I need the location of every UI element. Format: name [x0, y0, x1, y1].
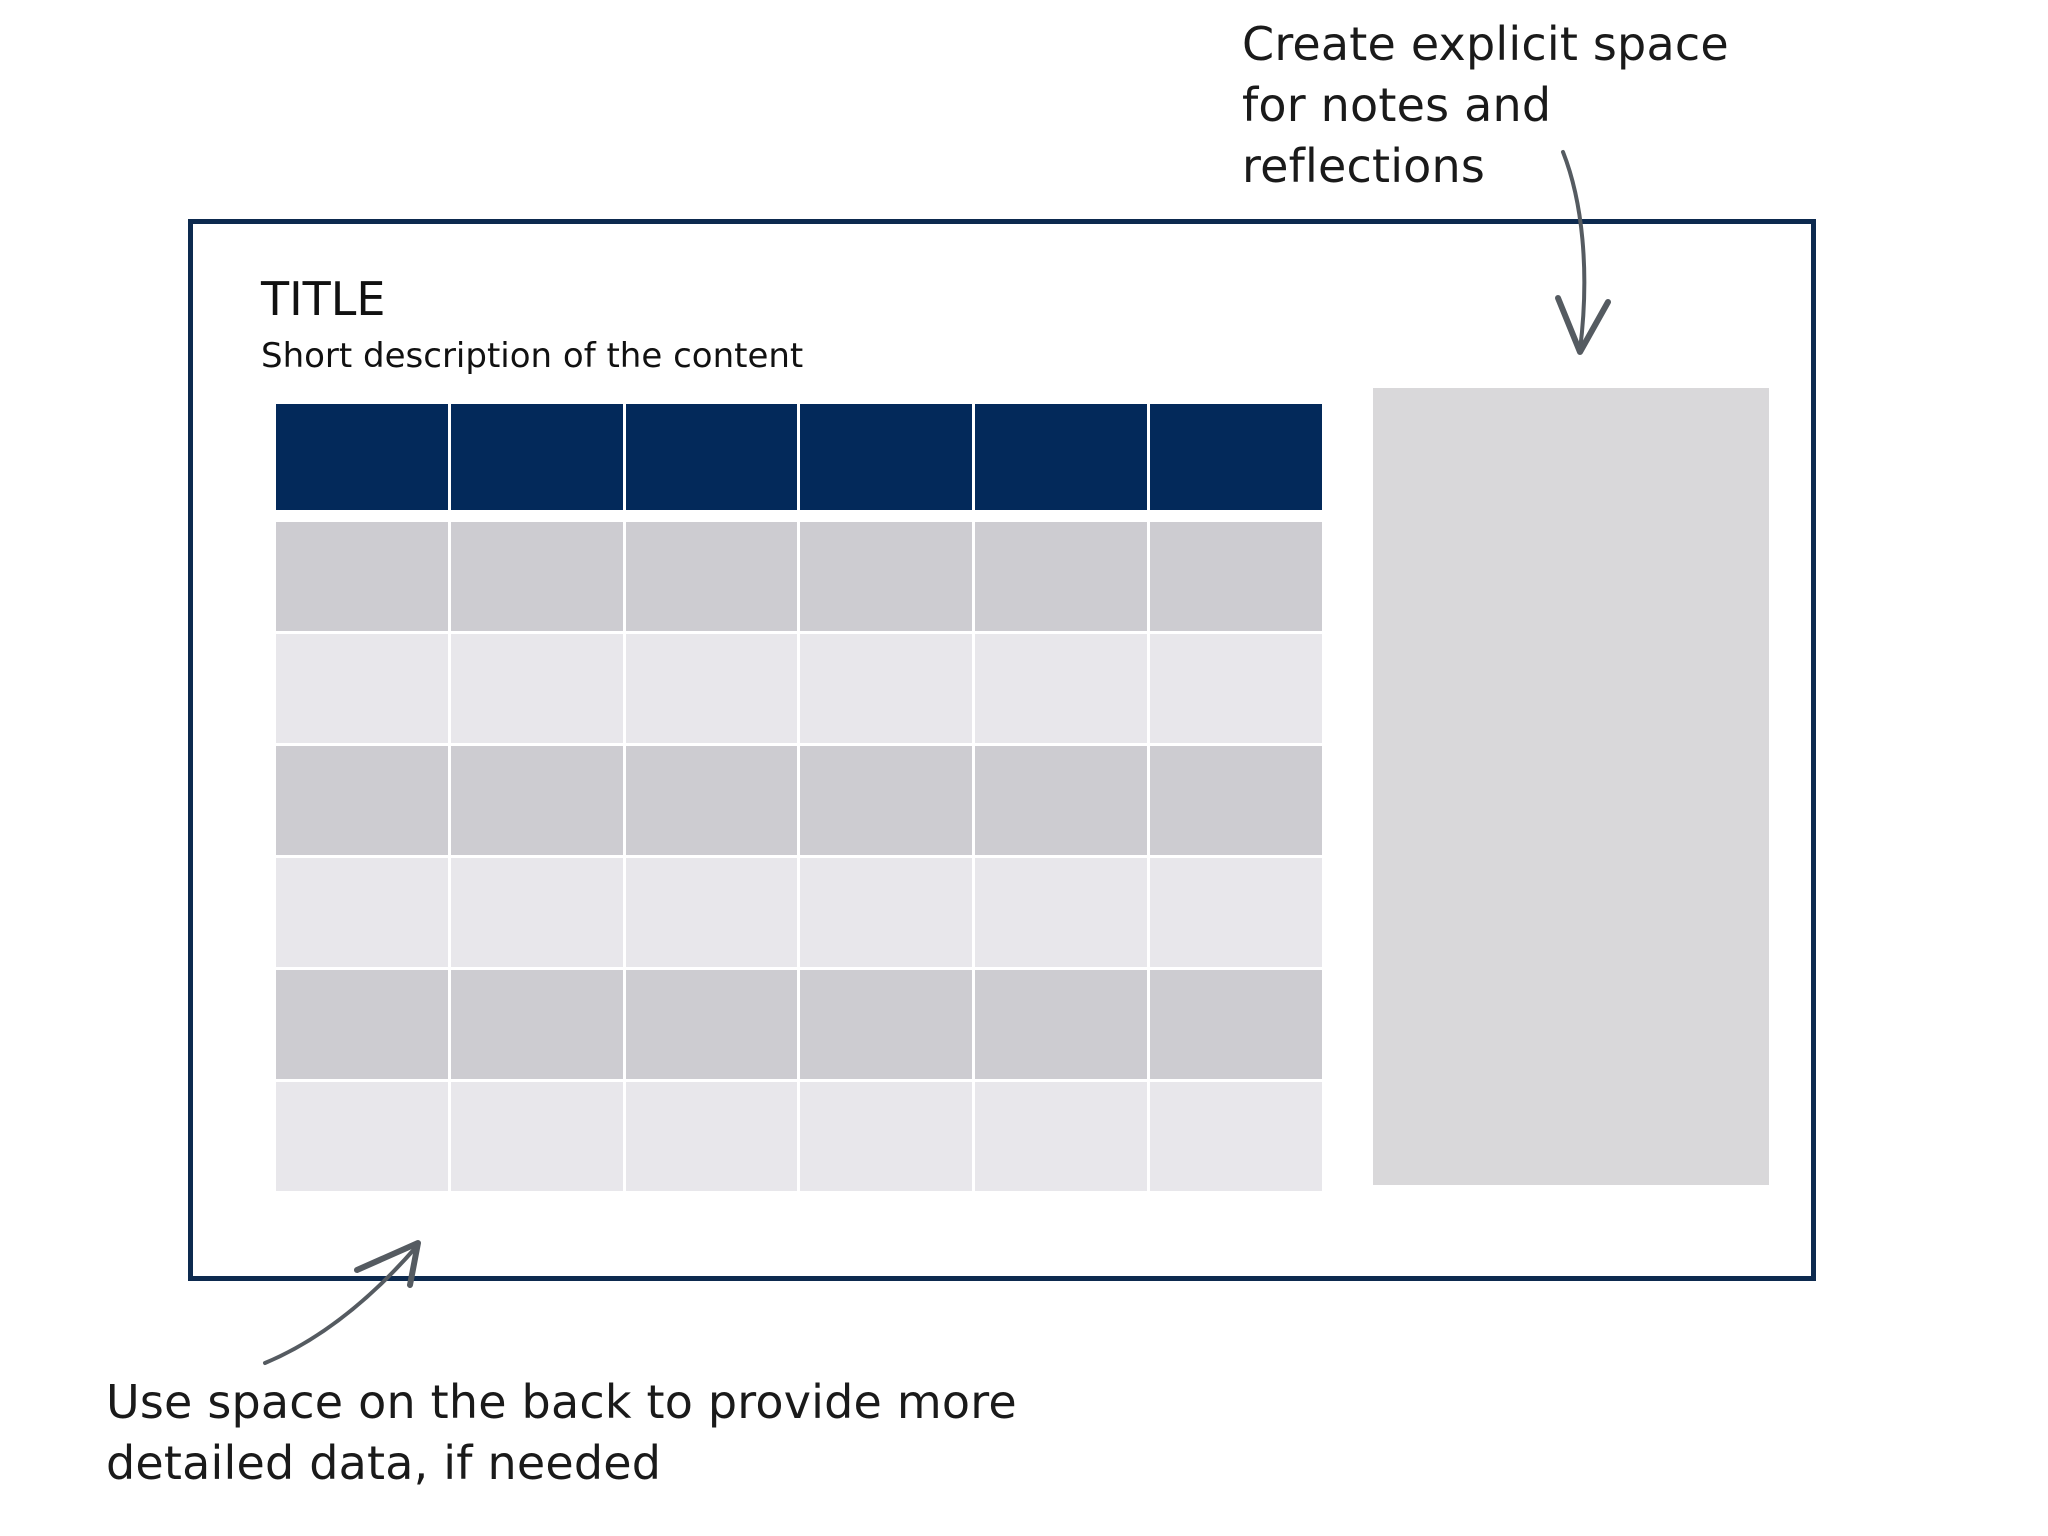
table-header-cell-r0-c2 — [625, 404, 798, 510]
table-cell-r2-c1 — [450, 634, 623, 743]
table-cell-r4-c0 — [276, 858, 448, 967]
table-cell-r1-c5 — [1150, 522, 1322, 631]
table-cell-r1-c4 — [975, 522, 1148, 631]
card-subtitle: Short description of the content — [261, 336, 804, 376]
table-cell-r5-c1 — [450, 970, 623, 1079]
table-header-cell-r0-c4 — [975, 404, 1148, 510]
table-cell-r1-c3 — [800, 522, 973, 631]
table-cell-r3-c0 — [276, 746, 448, 855]
table-cell-r5-c5 — [1150, 970, 1322, 1079]
table-header-cell-r0-c1 — [450, 404, 623, 510]
card-title: TITLE — [261, 272, 386, 326]
table-cell-r1-c0 — [276, 522, 448, 631]
notes-annotation: Create explicit space for notes and refl… — [1242, 14, 1762, 197]
table-cell-r5-c2 — [625, 970, 798, 1079]
table-cell-r6-c1 — [450, 1082, 623, 1191]
notes-annotation-line-1: Create explicit space — [1242, 17, 1729, 71]
table-cell-r6-c2 — [625, 1082, 798, 1191]
table-cell-r4-c4 — [975, 858, 1148, 967]
notes-panel — [1373, 388, 1769, 1185]
notes-annotation-line-3: reflections — [1242, 139, 1486, 193]
table-cell-r6-c3 — [800, 1082, 973, 1191]
table-cell-r3-c2 — [625, 746, 798, 855]
table-cell-r5-c0 — [276, 970, 448, 1079]
table-header-cell-r0-c0 — [276, 404, 448, 510]
back-annotation-line-1: Use space on the back to provide more — [106, 1375, 1017, 1429]
table-cell-r2-c3 — [800, 634, 973, 743]
table-cell-r2-c0 — [276, 634, 448, 743]
table-header-cell-r0-c5 — [1150, 404, 1322, 510]
table-cell-r4-c2 — [625, 858, 798, 967]
table-cell-r3-c1 — [450, 746, 623, 855]
data-table-placeholder — [276, 404, 1322, 1191]
table-header-cell-r0-c3 — [800, 404, 973, 510]
table-cell-r3-c3 — [800, 746, 973, 855]
back-annotation-line-2: detailed data, if needed — [106, 1436, 662, 1490]
table-cell-r4-c1 — [450, 858, 623, 967]
table-cell-r6-c4 — [975, 1082, 1148, 1191]
table-cell-r2-c5 — [1150, 634, 1322, 743]
table-cell-r4-c5 — [1150, 858, 1322, 967]
table-cell-r3-c5 — [1150, 746, 1322, 855]
table-cell-r4-c3 — [800, 858, 973, 967]
table-cell-r1-c1 — [450, 522, 623, 631]
notes-annotation-line-2: for notes and — [1242, 78, 1552, 132]
table-cell-r6-c0 — [276, 1082, 448, 1191]
table-cell-r1-c2 — [625, 522, 798, 631]
table-cell-r3-c4 — [975, 746, 1148, 855]
table-cell-r6-c5 — [1150, 1082, 1322, 1191]
table-cell-r2-c4 — [975, 634, 1148, 743]
back-annotation: Use space on the back to provide more de… — [106, 1372, 1017, 1494]
table-cell-r5-c4 — [975, 970, 1148, 1079]
table-cell-r5-c3 — [800, 970, 973, 1079]
table-header-gap — [276, 513, 1322, 519]
table-cell-r2-c2 — [625, 634, 798, 743]
